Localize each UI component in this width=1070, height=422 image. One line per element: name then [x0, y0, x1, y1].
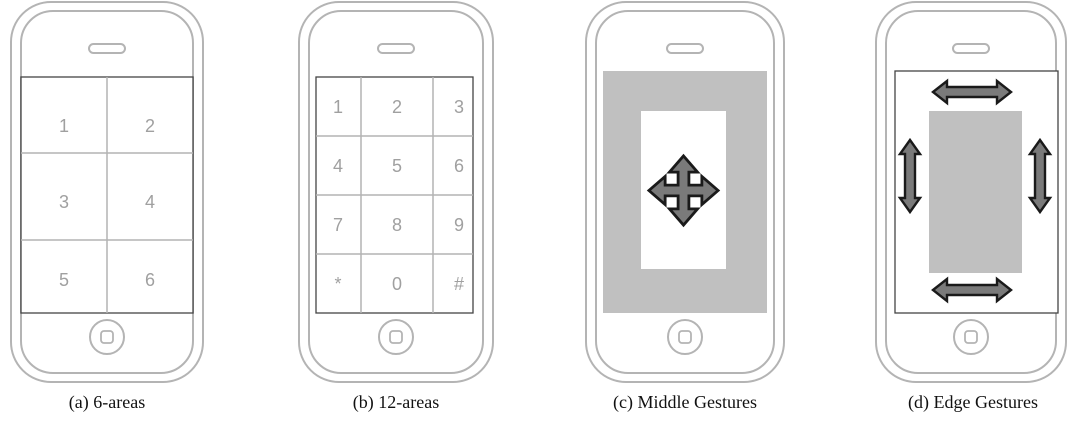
phone-d: [875, 1, 1067, 383]
key-7[interactable]: 7: [333, 215, 343, 235]
home-button-square-icon: [678, 330, 692, 344]
key-8[interactable]: 8: [392, 215, 402, 235]
caption-a: (a) 6-areas: [68, 392, 146, 412]
speaker-slot: [952, 43, 990, 54]
horizontal-double-arrow-icon[interactable]: [931, 78, 1013, 106]
vertical-double-arrow-icon[interactable]: [1027, 137, 1053, 215]
key-star[interactable]: *: [334, 274, 341, 294]
horizontal-double-arrow-icon[interactable]: [931, 276, 1013, 304]
home-button-square-icon: [964, 330, 978, 344]
key-6[interactable]: 6: [145, 270, 155, 290]
phone-b-body-inner: [308, 10, 484, 374]
key-4[interactable]: 4: [333, 156, 343, 176]
key-9[interactable]: 9: [454, 215, 464, 235]
home-button-square-icon: [389, 330, 403, 344]
key-1[interactable]: 1: [59, 116, 69, 136]
key-3[interactable]: 3: [59, 192, 69, 212]
speaker-slot: [377, 43, 415, 54]
key-4[interactable]: 4: [145, 192, 155, 212]
home-button[interactable]: [953, 319, 989, 355]
phone-b-body: [298, 1, 494, 383]
phone-d-body: [875, 1, 1067, 383]
vertical-double-arrow-icon[interactable]: [897, 137, 923, 215]
phone-c: [585, 1, 785, 383]
caption-d: (d) Edge Gestures: [908, 392, 1038, 412]
caption-b: (b) 12-areas: [352, 392, 440, 412]
home-button[interactable]: [89, 319, 125, 355]
key-0[interactable]: 0: [392, 274, 402, 294]
speaker-slot: [88, 43, 126, 54]
key-hash[interactable]: #: [454, 274, 464, 294]
phone-b: 1 2 3 4 5 6 7 8 9 * 0 #: [298, 1, 494, 383]
key-5[interactable]: 5: [392, 156, 402, 176]
phone-c-body-inner: [595, 10, 775, 374]
home-button[interactable]: [378, 319, 414, 355]
phone-a-body: [10, 1, 204, 383]
key-2[interactable]: 2: [145, 116, 155, 136]
key-6[interactable]: 6: [454, 156, 464, 176]
caption-c: (c) Middle Gestures: [613, 392, 757, 412]
edge-center-zone: [929, 111, 1022, 273]
key-1[interactable]: 1: [333, 97, 343, 117]
home-button-square-icon: [100, 330, 114, 344]
four-way-move-arrow-icon: [646, 153, 721, 228]
key-5[interactable]: 5: [59, 270, 69, 290]
phone-a: 1 2 3 4 5 6: [10, 1, 204, 383]
key-3[interactable]: 3: [454, 97, 464, 117]
speaker-slot: [666, 43, 704, 54]
phone-c-body: [585, 1, 785, 383]
home-button[interactable]: [667, 319, 703, 355]
key-2[interactable]: 2: [392, 97, 402, 117]
